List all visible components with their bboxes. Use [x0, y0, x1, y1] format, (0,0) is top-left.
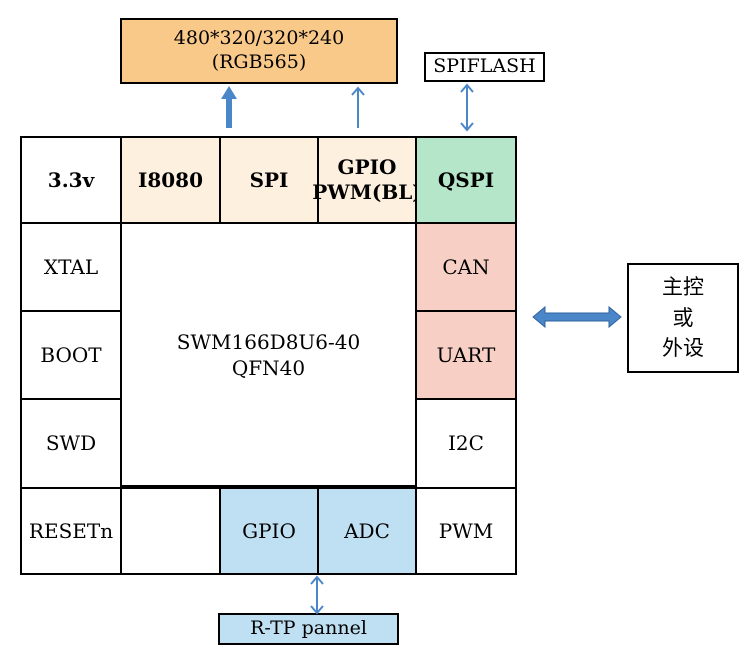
gpio-to-display-arrow	[351, 86, 365, 128]
touch-panel-arrow	[310, 575, 324, 615]
gpio-pin-cell: GPIO	[219, 487, 319, 575]
chip-body: SWM166D8U6-40 QFN40	[120, 222, 417, 487]
qspi-to-flash-arrow	[460, 83, 474, 132]
chip-package: QFN40	[231, 355, 306, 380]
i8080-pin-cell: I8080	[120, 136, 221, 224]
chip-part-number: SWM166D8U6-40	[176, 329, 361, 354]
i2c-pin-cell: I2C	[415, 398, 517, 489]
touch-panel-box: R-TP pannel	[218, 613, 399, 645]
can-pin-cell: CAN	[415, 222, 517, 312]
qspi-pin-cell: QSPI	[415, 136, 517, 224]
display-spec-box: 480*320/320*240 (RGB565)	[120, 18, 398, 84]
i8080-to-display-arrow	[221, 86, 237, 128]
host-link-arrow	[532, 305, 622, 329]
spiflash-box: SPIFLASH	[424, 52, 545, 82]
host-peripheral-box: 主控 或 外设	[627, 263, 739, 373]
adc-pin-cell: ADC	[317, 487, 417, 575]
uart-pin-cell: UART	[415, 310, 517, 400]
